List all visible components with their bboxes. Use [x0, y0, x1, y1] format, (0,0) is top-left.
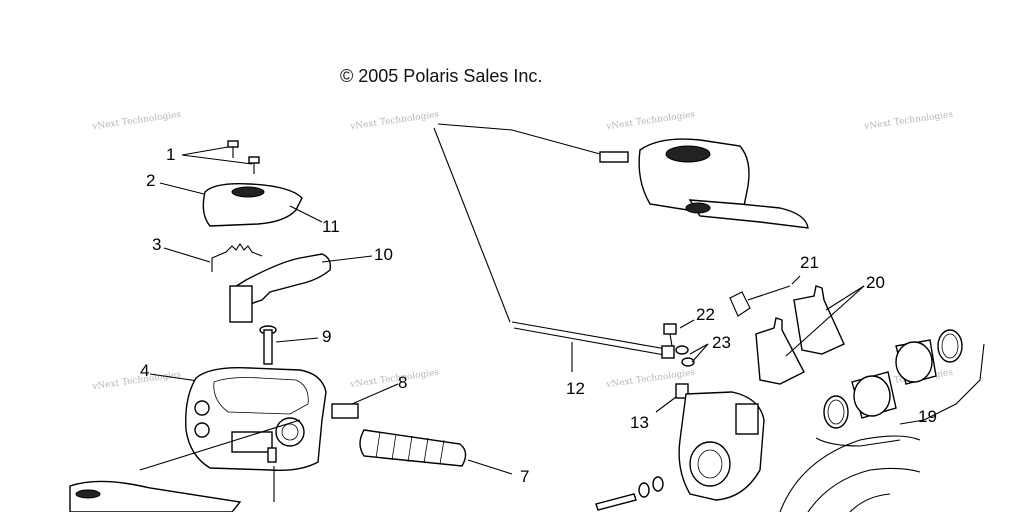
callout-7: 7 — [520, 467, 530, 486]
lever-blade — [69, 419, 301, 512]
copyright-notice: © 2005 Polaris Sales Inc. — [340, 66, 543, 86]
part-1-screws — [181, 140, 260, 174]
callout-8: 8 — [398, 373, 408, 392]
part-22-bleeder — [663, 319, 695, 347]
part-12-brake-line — [433, 123, 675, 372]
callout-12: 12 — [566, 379, 585, 398]
callout-23: 23 — [712, 333, 731, 352]
part-20-pads — [755, 285, 865, 385]
callout-4: 4 — [140, 361, 150, 380]
brake-rotor — [779, 435, 921, 512]
part-21-clip — [729, 275, 801, 317]
callout-1: 1 — [166, 145, 176, 164]
callout-11: 11 — [322, 217, 340, 236]
part-3-spring — [163, 243, 263, 272]
part-13-caliper — [655, 383, 765, 501]
callout-19: 19 — [918, 407, 937, 426]
callout-9: 9 — [322, 327, 332, 346]
handlebar-master-cylinder — [638, 138, 809, 229]
callout-3: 3 — [152, 235, 162, 254]
callout-2: 2 — [146, 171, 156, 190]
caliper-hardware — [595, 476, 664, 511]
part-7-grip — [359, 429, 513, 475]
callout-20: 20 — [866, 273, 885, 292]
callout-13: 13 — [630, 413, 649, 432]
callout-10: 10 — [374, 245, 393, 264]
part-10-lever — [229, 253, 373, 323]
part-19-pistons — [815, 329, 985, 447]
part-8-switch — [331, 383, 399, 419]
part-2-cover — [159, 182, 323, 227]
part-4-housing — [149, 367, 327, 472]
part-9-pin — [259, 325, 319, 365]
part-23-washers — [675, 343, 709, 367]
callout-22: 22 — [696, 305, 715, 324]
callout-21: 21 — [800, 253, 819, 272]
